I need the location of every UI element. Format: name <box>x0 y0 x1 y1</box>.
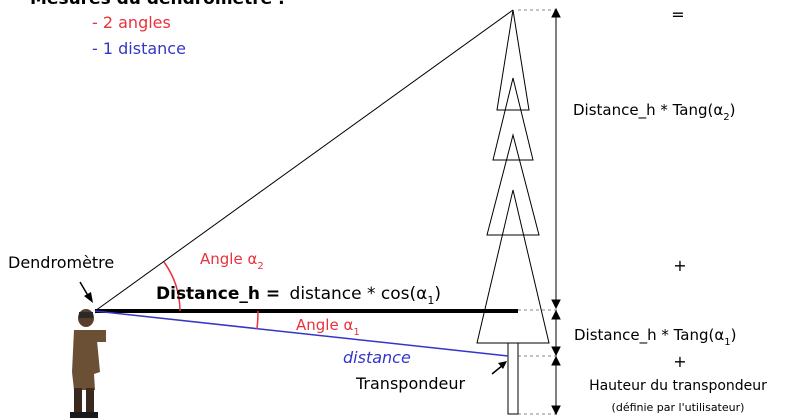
angle-a2-arc <box>163 261 181 312</box>
distance-h-formula: Distance_h = distance * cos(α1) <box>156 284 441 307</box>
formula-equals: = <box>671 5 684 24</box>
angle-a1-label: Angle α1 <box>296 316 360 338</box>
tree-tier-1 <box>496 9 530 111</box>
angle-a1-arc <box>256 310 259 330</box>
header-title: Mesures du dendromètre : <box>30 0 285 9</box>
person-silhouette <box>70 309 106 418</box>
transpondeur-pointer-head <box>498 361 507 369</box>
measurement-arrows <box>551 7 561 416</box>
distance-line <box>94 310 509 357</box>
reference-dashed-lines <box>518 9 560 415</box>
transpondeur-label: Transpondeur <box>355 374 466 393</box>
dendrometre-label: Dendromètre <box>8 253 114 272</box>
tree-outline <box>476 9 550 415</box>
distance-label: distance <box>343 348 411 367</box>
tree-trunk <box>507 342 519 415</box>
angle-a2-label: Angle α2 <box>200 250 264 272</box>
header-item-angles: - 2 angles <box>92 13 171 32</box>
formula-hauteur-note: (définie par l'utilisateur) <box>612 401 745 414</box>
dendrometre-pointer-head <box>84 292 93 303</box>
formula-hauteur: Hauteur du transpondeur <box>589 378 767 394</box>
header-item-distance: - 1 distance <box>92 39 186 58</box>
formula-plus-1: + <box>673 256 686 275</box>
tree-tier-3 <box>486 133 540 236</box>
tree-tier-4 <box>476 189 550 344</box>
sight-line-top <box>94 9 514 312</box>
tree-tier-2 <box>492 77 534 161</box>
formula-plus-2: + <box>673 352 686 371</box>
formula-lower-term: Distance_h * Tang(α1) <box>574 326 737 348</box>
formula-upper-term: Distance_h * Tang(α2) <box>573 101 736 123</box>
